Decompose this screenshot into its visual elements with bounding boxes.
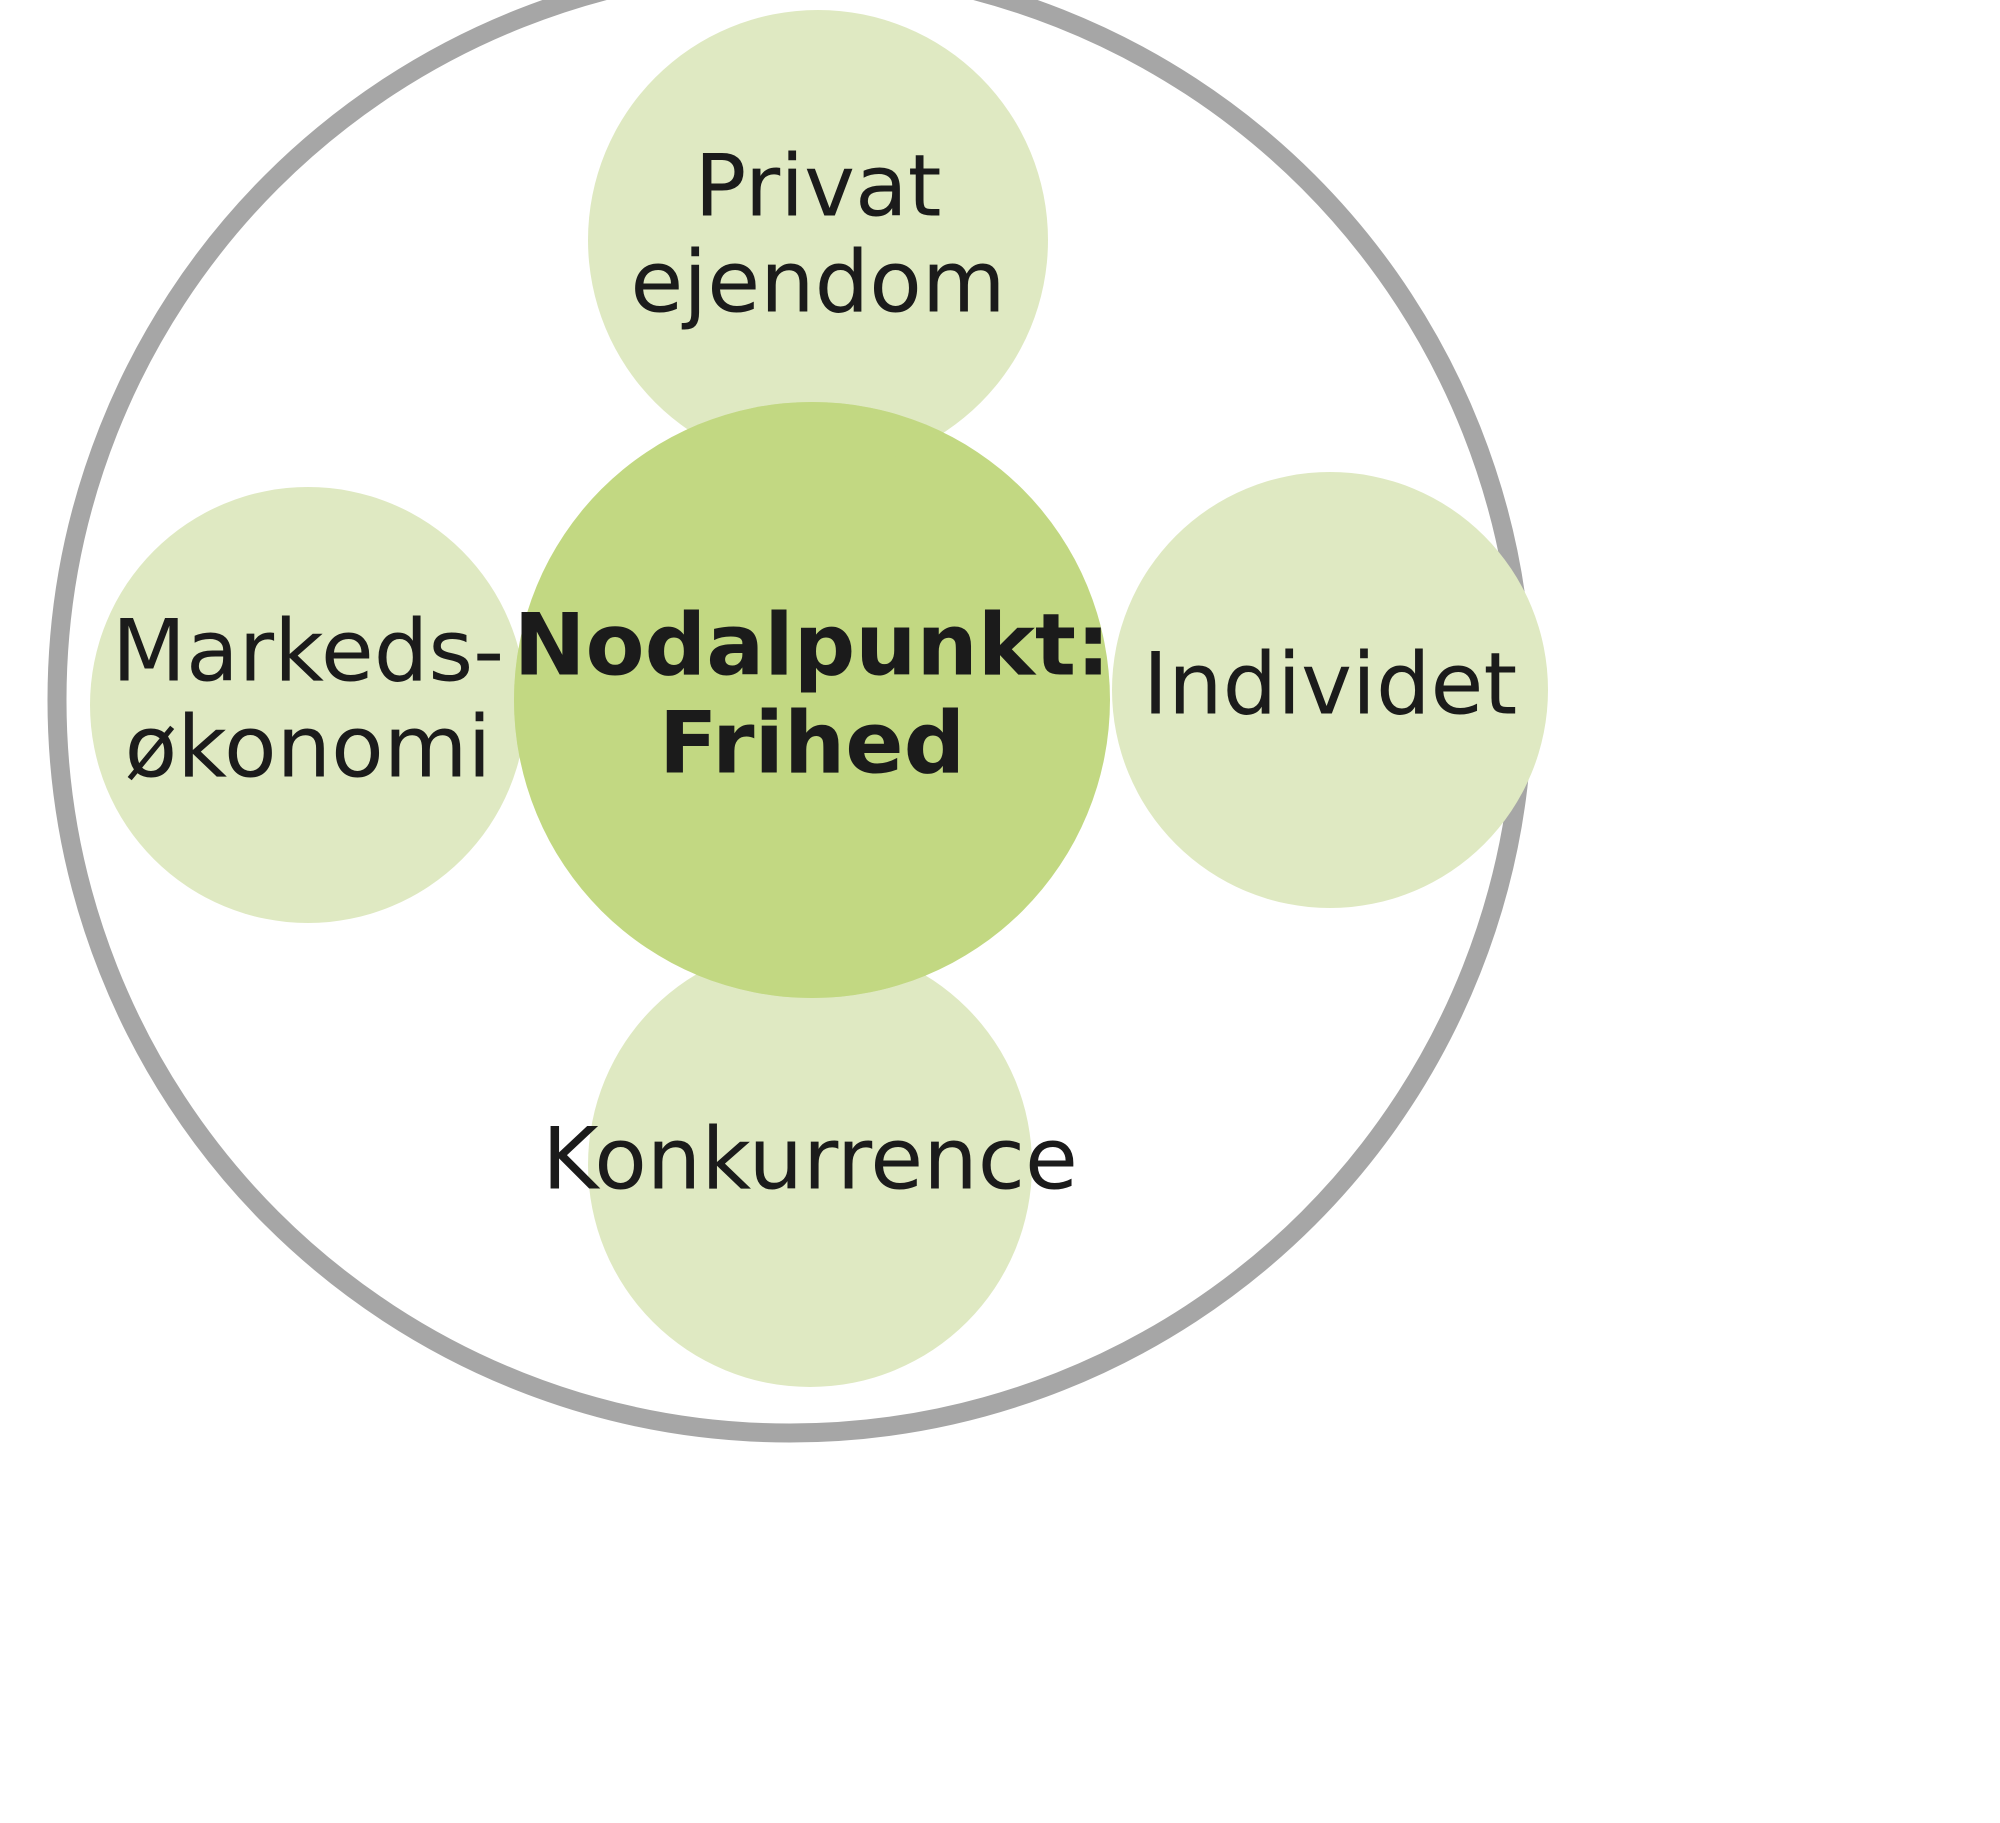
satellite-circle-privat-ejendom[interactable]	[588, 10, 1048, 470]
satellite-circle-individet[interactable]	[1112, 472, 1548, 908]
satellite-circle-konkurrence[interactable]	[588, 943, 1032, 1387]
satellite-circle-markedsokonomi[interactable]	[90, 487, 526, 923]
satellite-label-privat-ejendom-line1: Privat	[695, 136, 942, 236]
center-node-label: Nodalpunkt: Frihed	[514, 595, 1111, 793]
satellite-label-individet-line1: Individet	[1143, 634, 1517, 734]
satellite-circle-group	[90, 10, 1548, 1387]
satellite-label-markedsokonomi-line2: økonomi	[125, 697, 492, 797]
center-node-label-line2: Frihed	[659, 693, 965, 793]
center-node-label-line1: Nodalpunkt:	[514, 595, 1111, 695]
center-node-circle[interactable]	[514, 402, 1110, 998]
satellite-label-privat-ejendom-line2: ejendom	[630, 232, 1005, 332]
satellite-label-konkurrence-line1: Konkurrence	[542, 1109, 1078, 1209]
satellite-label-markedsokonomi-line1: Markeds-	[112, 601, 504, 701]
